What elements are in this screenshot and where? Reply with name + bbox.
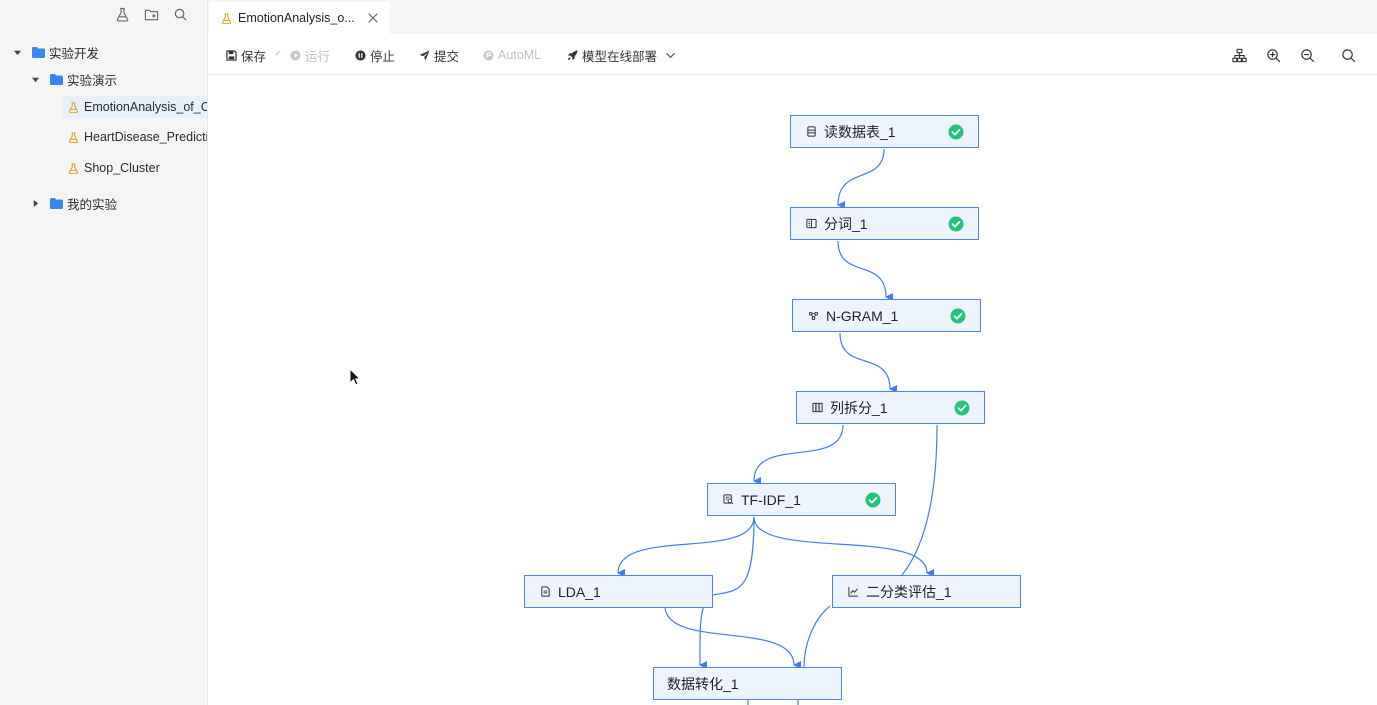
tree-folder-label: 实验演示: [67, 73, 118, 88]
tree-item-heartdisease[interactable]: HeartDisease_Predicti: [68, 127, 208, 147]
loading-spinner: [275, 46, 286, 64]
dag-node-column-split[interactable]: 列拆分_1: [796, 391, 985, 424]
dag-node-lda[interactable]: LDA_1: [524, 575, 713, 608]
save-button[interactable]: 保存: [226, 46, 266, 64]
dag-node-binary-eval[interactable]: 二分类评估_1: [832, 575, 1021, 608]
tree-item-emotionanalysis[interactable]: EmotionAnalysis_of_Co: [62, 96, 208, 118]
send-icon: [419, 50, 430, 61]
play-icon: [290, 49, 301, 61]
dag-node-segmentation[interactable]: 分词_1: [790, 207, 979, 240]
new-folder-icon[interactable]: [143, 6, 160, 23]
dag-node-label: 列拆分_1: [830, 399, 888, 416]
layout-tree-icon[interactable]: [1230, 46, 1248, 64]
tree-folder-mine[interactable]: 我的实验: [30, 193, 117, 213]
dag-node-label: 读数据表_1: [824, 123, 896, 140]
folder-icon: [50, 73, 63, 85]
spinner-icon: [275, 50, 281, 56]
edge-lda-convert: [664, 605, 802, 669]
caret-down-icon[interactable]: [12, 47, 22, 57]
columns-icon: [811, 402, 823, 414]
save-icon: [226, 49, 237, 61]
flask-icon: [68, 101, 79, 113]
submit-label: 提交: [434, 49, 460, 64]
flask-icon[interactable]: [114, 6, 131, 23]
toolbar: 保存 运行 停止 提交 AutoML 模型在线部署: [208, 34, 1377, 75]
zoom-in-icon[interactable]: [1264, 46, 1282, 64]
flask-icon: [221, 12, 232, 24]
document-icon: [539, 586, 551, 598]
dag-node-label: 分词_1: [824, 215, 868, 232]
book-icon: [805, 218, 817, 230]
edge-split-tfidf: [753, 424, 844, 486]
automl-button[interactable]: AutoML: [483, 46, 541, 64]
dag-node-label: 数据转化_1: [667, 675, 739, 692]
search-icon[interactable]: [1339, 46, 1357, 64]
stop-button[interactable]: 停止: [355, 46, 395, 64]
success-check-icon: [954, 400, 970, 416]
tree-folder-root[interactable]: 实验开发: [12, 42, 99, 62]
success-check-icon: [948, 124, 964, 140]
edge-tfidf-lda: [617, 516, 755, 578]
rocket-icon: [567, 49, 578, 61]
run-label: 运行: [305, 49, 331, 64]
ngram-icon: [807, 310, 819, 322]
tree-item-shopcluster[interactable]: Shop_Cluster: [68, 158, 160, 178]
edge-seg-ngram: [837, 240, 894, 301]
flask-icon: [68, 162, 79, 174]
tab-emotionanalysis[interactable]: EmotionAnalysis_o...: [209, 2, 390, 34]
caret-down-icon[interactable]: [30, 74, 40, 84]
tree-folder-demo[interactable]: 实验演示: [30, 69, 117, 89]
tab-bar: EmotionAnalysis_o...: [208, 0, 1377, 34]
dag-node-label: LDA_1: [558, 583, 601, 600]
edge-tfidf-convert: [699, 516, 755, 669]
sidebar: 实验开发 实验演示 EmotionAnalysis_of_Co HeartDis…: [0, 0, 208, 705]
automl-icon: [483, 49, 494, 61]
tree-item-label: HeartDisease_Predicti: [84, 130, 208, 144]
success-check-icon: [948, 216, 964, 232]
close-icon[interactable]: [368, 11, 380, 23]
tree-item-label: EmotionAnalysis_of_Co: [84, 100, 208, 114]
automl-label: AutoML: [498, 48, 542, 62]
dag-node-label: N-GRAM_1: [826, 307, 899, 324]
dag-node-label: 二分类评估_1: [866, 583, 952, 600]
dag-edges: [617, 148, 938, 705]
folder-icon: [32, 46, 45, 58]
dag-node-label: TF-IDF_1: [741, 491, 801, 508]
edge-eval-convert: [803, 605, 831, 668]
edge-split-eval: [901, 424, 938, 576]
edge-read-seg: [837, 148, 885, 210]
submit-button[interactable]: 提交: [419, 46, 459, 64]
tree-folder-label: 我的实验: [67, 197, 118, 212]
dag-canvas[interactable]: 读数据表_1 分词_1 N-GRAM_1 列拆分_1 TF-IDF_1 LDA_…: [208, 75, 1377, 705]
search-icon[interactable]: [172, 6, 189, 23]
sidebar-toolbar: [114, 6, 189, 23]
tfidf-icon: [722, 494, 734, 506]
pause-icon: [355, 49, 366, 61]
deploy-label: 模型在线部署: [582, 49, 658, 64]
run-button[interactable]: 运行: [290, 46, 330, 64]
zoom-out-icon[interactable]: [1298, 46, 1316, 64]
folder-icon: [50, 197, 63, 209]
caret-right-icon[interactable]: [30, 198, 40, 208]
deploy-button[interactable]: 模型在线部署: [567, 46, 676, 64]
main-area: EmotionAnalysis_o... 保存 运行 停止 提交 AutoML: [208, 0, 1377, 705]
stop-label: 停止: [370, 49, 396, 64]
dag-node-tfidf[interactable]: TF-IDF_1: [707, 483, 896, 516]
tree-item-label: Shop_Cluster: [84, 161, 160, 175]
tab-title: EmotionAnalysis_o...: [238, 11, 355, 25]
dag-node-read-table[interactable]: 读数据表_1: [790, 115, 979, 148]
save-label: 保存: [241, 49, 267, 64]
edge-tfidf-eval: [753, 516, 935, 577]
success-check-icon: [865, 492, 881, 508]
dag-node-data-convert[interactable]: 数据转化_1: [653, 667, 842, 700]
tree-folder-label: 实验开发: [49, 46, 100, 61]
line-chart-icon: [847, 586, 859, 598]
edge-ngram-split: [839, 332, 898, 393]
success-check-icon: [950, 308, 966, 324]
flask-icon: [68, 131, 79, 143]
dag-node-ngram[interactable]: N-GRAM_1: [792, 299, 981, 332]
table-icon: [805, 126, 817, 138]
chevron-down-icon[interactable]: [665, 50, 676, 61]
